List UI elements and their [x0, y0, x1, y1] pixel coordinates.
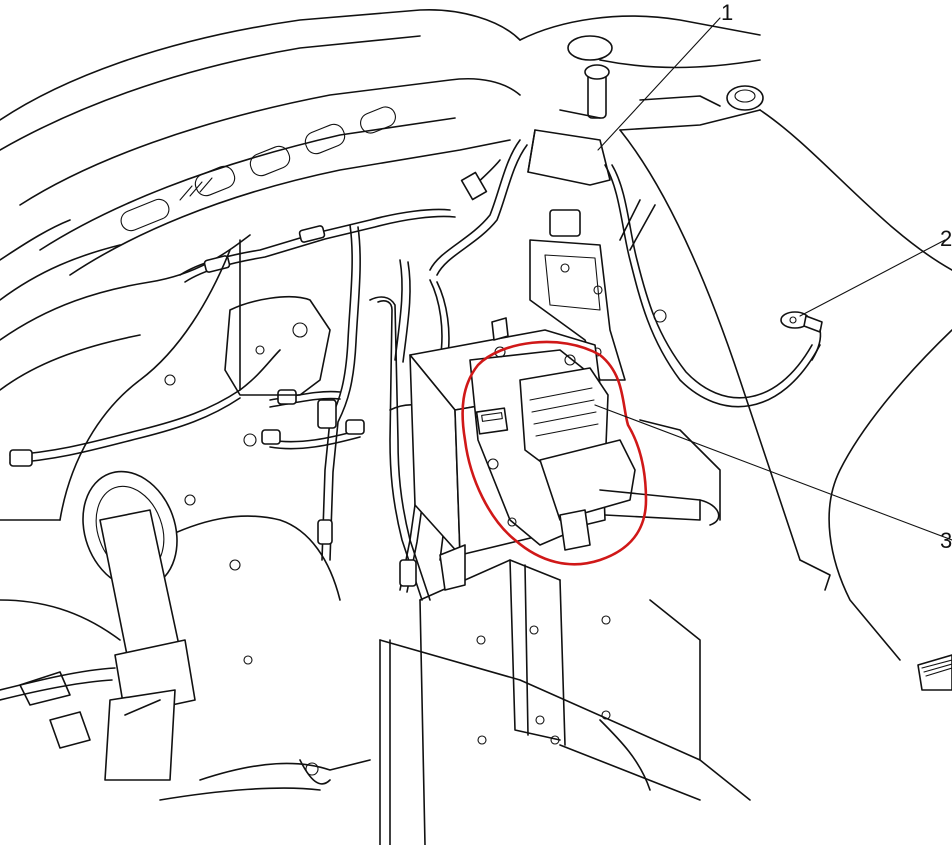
ground-strap-component-2	[780, 311, 823, 361]
wiring-harness	[394, 139, 821, 408]
steering-shaft	[0, 470, 196, 781]
view-indicator	[917, 654, 952, 691]
callout-3: 3	[940, 528, 952, 553]
sensor-component-1	[527, 64, 611, 186]
highlight-circle	[461, 340, 648, 566]
strut-tower	[519, 15, 952, 661]
mounting-bracket	[529, 199, 667, 381]
abs-module	[409, 317, 701, 591]
callout-leaders	[594, 17, 952, 541]
cowl-slots	[120, 106, 396, 232]
cowl-panel	[0, 8, 521, 391]
brake-lines	[9, 208, 456, 601]
callout-1: 1	[721, 0, 733, 25]
callout-2: 2	[940, 226, 952, 251]
inner-fender	[0, 239, 341, 641]
